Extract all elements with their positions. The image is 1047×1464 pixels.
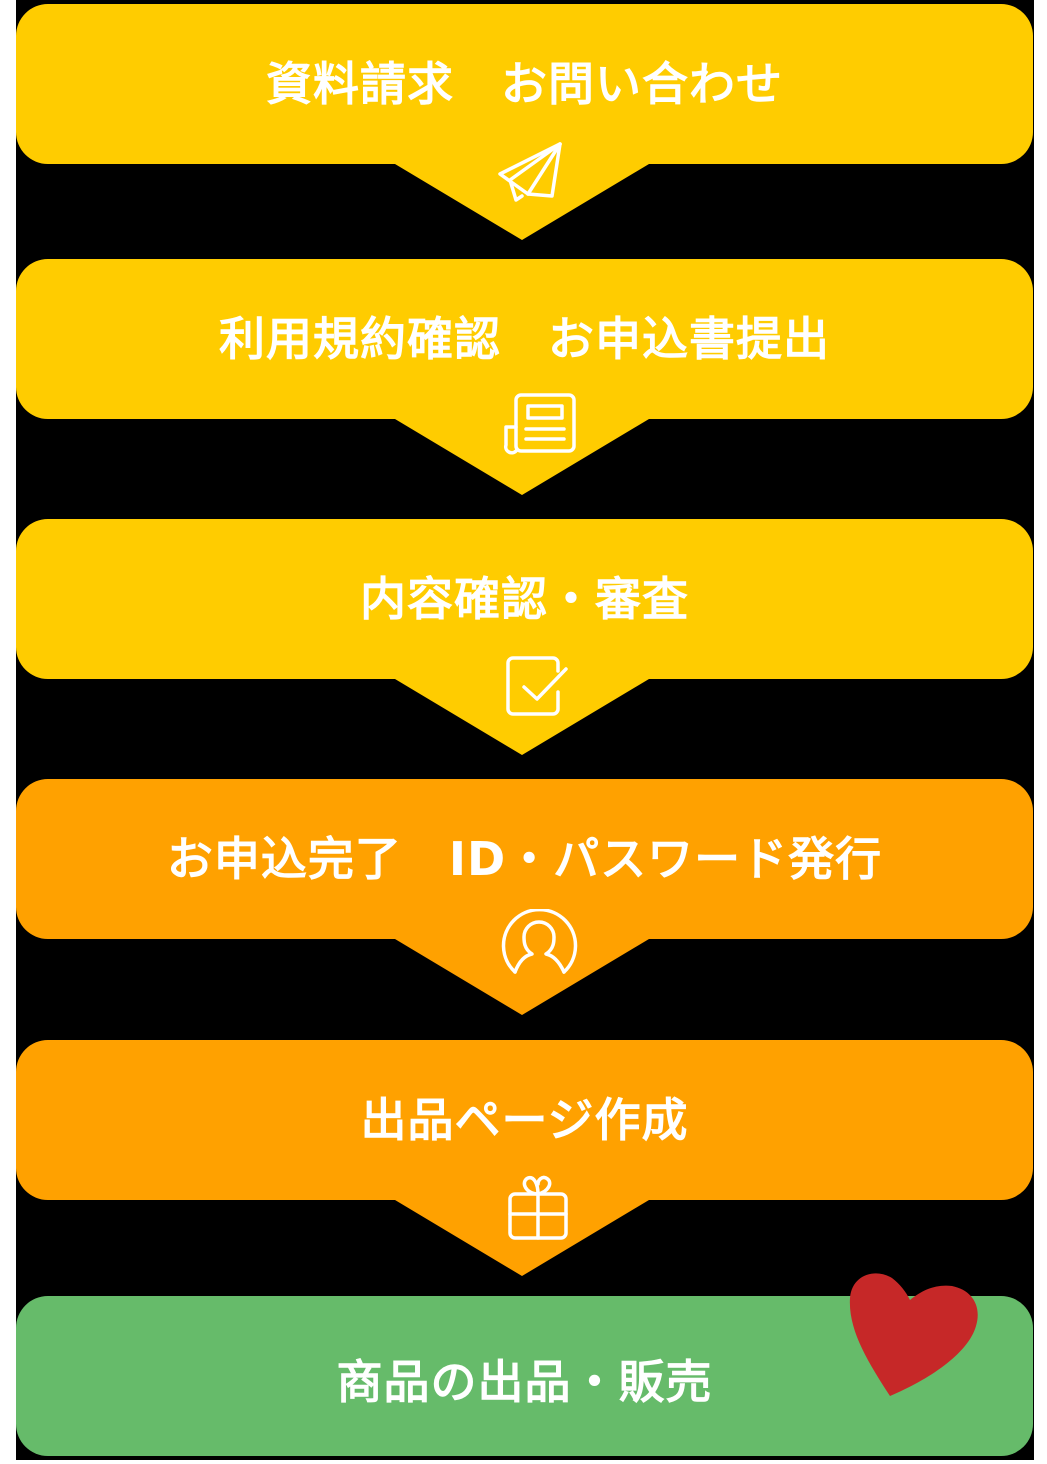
step-3-label: 内容確認・審査 [360, 572, 689, 626]
step-5-label: 出品ページ作成 [360, 1093, 689, 1147]
checkbox-icon [506, 656, 568, 716]
step-1-arrow-shape [16, 4, 1033, 240]
heart-icon [849, 1273, 978, 1396]
user-icon [501, 909, 578, 974]
paper-plane-icon [498, 142, 562, 202]
step-3-arrow-shape [16, 519, 1033, 755]
step-6-label: 商品の出品・販売 [336, 1355, 713, 1409]
step-4-arrow-shape [16, 779, 1033, 1015]
step-4-label: お申込完了 ID・パスワード発行 [166, 832, 883, 886]
step-2-label: 利用規約確認 お申込書提出 [219, 312, 830, 366]
step-5-arrow-shape [16, 1040, 1033, 1276]
gift-icon [508, 1175, 568, 1240]
step-1-label: 資料請求 お問い合わせ [266, 57, 783, 111]
document-icon [503, 393, 576, 455]
step-2-arrow-shape [16, 259, 1033, 495]
